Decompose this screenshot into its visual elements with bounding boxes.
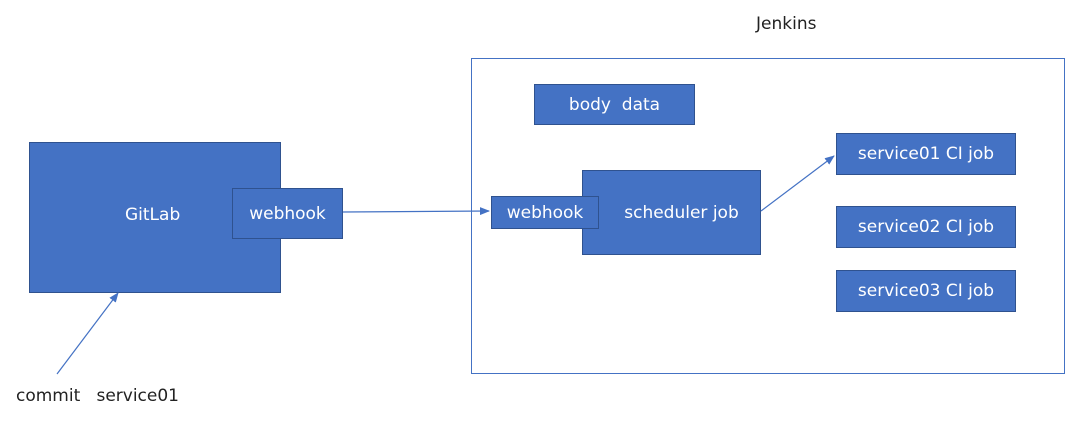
- service03-ci-job-box[interactable]: service03 CI job: [836, 270, 1016, 312]
- service02-ci-job-box[interactable]: service02 CI job: [836, 206, 1016, 248]
- service01-ci-job-label: service01 CI job: [857, 144, 995, 164]
- commit-label: commit service01: [16, 386, 179, 406]
- scheduler-job-box[interactable]: scheduler job: [582, 170, 761, 255]
- service03-ci-job-label: service03 CI job: [857, 281, 995, 301]
- service02-ci-job-label: service02 CI job: [857, 217, 995, 237]
- jenkins-webhook-box[interactable]: webhook: [491, 196, 599, 229]
- gitlab-webhook-box[interactable]: webhook: [232, 188, 343, 239]
- webhook-to-webhook-arrow: [342, 207, 490, 216]
- body-data-box[interactable]: body data: [534, 84, 695, 125]
- body-data-label: body data: [568, 94, 661, 115]
- service01-ci-job-box[interactable]: service01 CI job: [836, 133, 1016, 175]
- commit-to-gitlab-arrow: [56, 292, 119, 375]
- scheduler-job-label: scheduler job: [624, 202, 739, 223]
- jenkins-title: Jenkins: [756, 14, 817, 34]
- gitlab-webhook-label: webhook: [249, 203, 326, 224]
- gitlab-label: GitLab: [125, 204, 181, 225]
- jenkins-frame: [471, 58, 1065, 374]
- jenkins-webhook-label: webhook: [506, 202, 584, 223]
